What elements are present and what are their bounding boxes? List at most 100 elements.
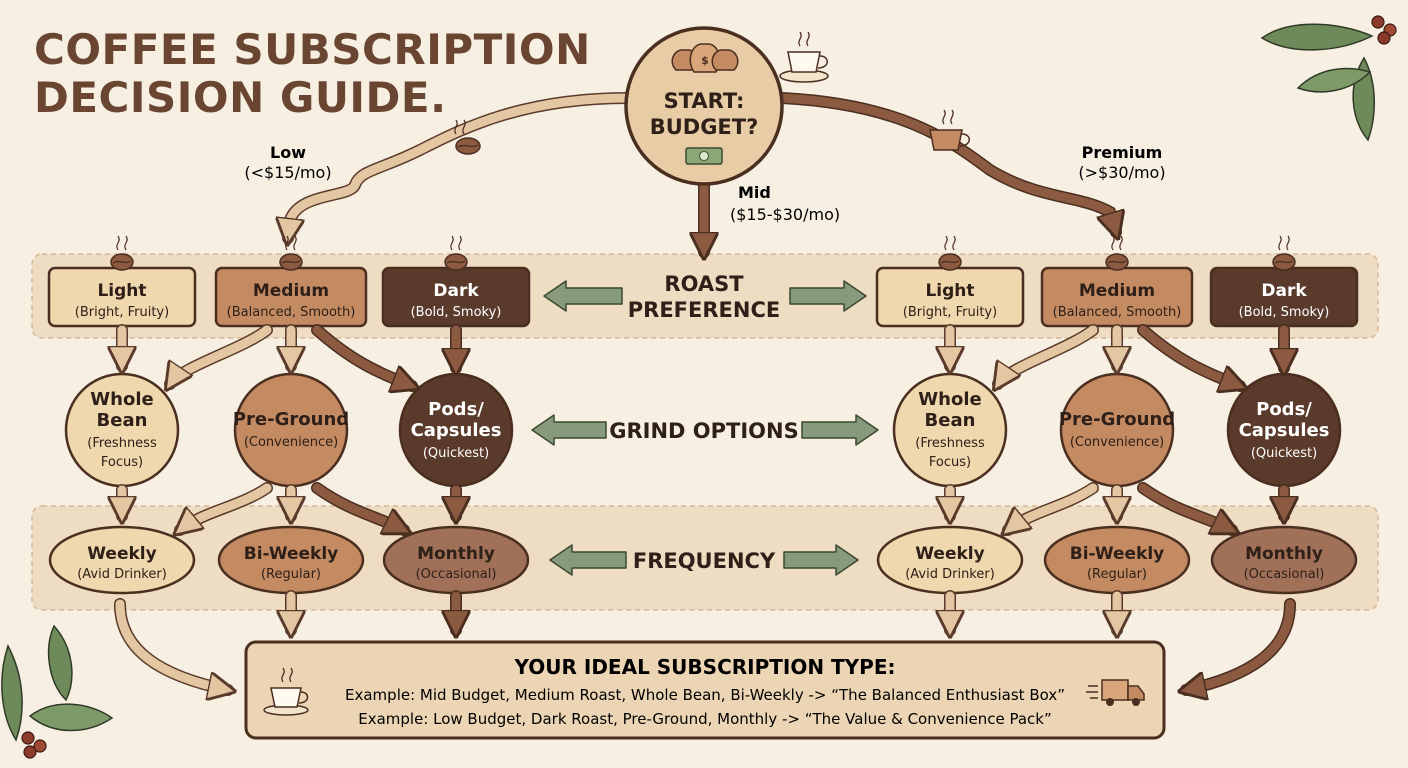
arrow-roast-right: [789, 280, 867, 312]
coffee-leaf-icon: [1, 624, 114, 759]
frequency-option-name: Bi-Weekly: [1070, 544, 1165, 564]
arrow-left-to-result: [115, 599, 228, 690]
grind-option-desc: (Convenience): [244, 435, 338, 450]
arrow-frequency-left: [549, 544, 627, 576]
grind-options-label: GRIND OPTIONS: [609, 419, 798, 443]
frequency-option-name: Weekly: [915, 544, 984, 564]
grind-option-desc: (Quickest): [423, 446, 489, 461]
frequency-option-name: Bi-Weekly: [244, 544, 339, 564]
frequency-label: FREQUENCY: [633, 549, 776, 573]
arrow-low-budget: [288, 93, 633, 238]
grind-option-name: Whole: [918, 389, 981, 410]
roast-option-desc: (Balanced, Smooth): [227, 305, 356, 320]
roast-option-desc: (Bright, Fruity): [75, 305, 169, 320]
frequency-option-desc: (Avid Drinker): [77, 567, 167, 582]
frequency-option-oval: [1210, 525, 1358, 595]
start-node: START: BUDGET? $: [624, 26, 784, 186]
grind-option-name: Whole: [90, 389, 153, 410]
grind-option-name: Capsules: [1239, 420, 1330, 441]
frequency-option-oval: [48, 525, 196, 595]
roast-option-desc: (Bright, Fruity): [903, 305, 997, 320]
frequency-option-name: Weekly: [87, 544, 156, 564]
result-example-1: Example: Mid Budget, Medium Roast, Whole…: [345, 686, 1065, 704]
grind-option-name: Capsules: [411, 420, 502, 441]
roast-preference-label-line-1: ROAST: [664, 272, 744, 296]
grind-option-desc: (Freshness: [915, 436, 985, 451]
frequency-option-desc: (Avid Drinker): [905, 567, 995, 582]
arrow-medium-to-whole-bean: [998, 325, 1098, 384]
grind-option-circle: [1059, 372, 1175, 488]
frequency-option-desc: (Regular): [1087, 567, 1147, 582]
roast-option-name: Medium: [1079, 281, 1155, 301]
grind-option-desc: (Freshness: [87, 436, 157, 451]
grind-option-circle: [233, 372, 349, 488]
coffee-bean-icon: [444, 235, 468, 271]
arrow-pre-ground-to-monthly: [1138, 483, 1232, 530]
coffee-bean-icon: [454, 119, 481, 155]
title-line-1: COFFEE SUBSCRIPTION: [34, 25, 591, 74]
arrow-pre-ground-to-weekly: [180, 483, 272, 530]
arrow-medium-to-pods: [312, 325, 412, 386]
frequency-option-name: Monthly: [417, 544, 495, 564]
start-line-2: BUDGET?: [650, 115, 759, 139]
budget-premium-range: (>$30/mo): [1078, 163, 1165, 182]
arrow-medium-to-pods: [1138, 325, 1240, 386]
coffee-cup-icon: [929, 109, 970, 151]
coffee-bean-icon: [938, 235, 962, 271]
budget-premium-name: Premium: [1082, 143, 1163, 162]
level-connectors: [122, 324, 1284, 630]
arrow-right-to-result: [1186, 599, 1295, 690]
roast-option-desc: (Balanced, Smooth): [1053, 305, 1182, 320]
frequency-option-name: Monthly: [1245, 544, 1323, 564]
svg-text:$: $: [701, 54, 709, 67]
arrow-grind-left: [531, 414, 607, 446]
dollar-bill-icon: [685, 147, 723, 165]
budget-connectors: [288, 92, 1116, 252]
arrow-roast-left: [543, 280, 623, 312]
grind-option-desc: Focus): [929, 455, 971, 470]
roast-option-name: Light: [925, 281, 974, 301]
roast-option-name: Dark: [433, 281, 479, 301]
arrow-medium-to-whole-bean: [170, 325, 272, 384]
result-box: YOUR IDEAL SUBSCRIPTION TYPE: Example: M…: [114, 598, 1296, 740]
roast-option-desc: (Bold, Smoky): [1239, 305, 1330, 320]
roast-option-desc: (Bold, Smoky): [411, 305, 502, 320]
arrow-grind-right: [801, 414, 879, 446]
start-line-1: START:: [664, 89, 745, 113]
coffee-cup-icon: [263, 667, 309, 716]
coffee-cup-icon: [779, 31, 829, 83]
grind-option-desc: Focus): [101, 455, 143, 470]
roast-preference-label-line-2: PREFERENCE: [628, 298, 780, 322]
frequency-level: Weekly (Avid Drinker) Bi-Weekly (Regular) Mo…: [48, 525, 1358, 595]
arrow-frequency-right: [783, 544, 859, 576]
page-title: COFFEE SUBSCRIPTION DECISION GUIDE.: [34, 26, 594, 122]
grind-option-name: Pods/: [428, 399, 484, 420]
grind-option-desc: (Quickest): [1251, 446, 1317, 461]
coffee-bean-icon: [1105, 235, 1129, 271]
budget-mid-name: Mid: [738, 183, 771, 202]
roast-option-name: Medium: [253, 281, 329, 301]
frequency-option-desc: (Occasional): [416, 567, 497, 582]
roast-option-name: Light: [97, 281, 146, 301]
coffee-bean-icon: [279, 235, 303, 271]
grind-option-name: Pre-Ground: [1059, 409, 1175, 430]
delivery-truck-icon: [1086, 679, 1145, 706]
budget-low-range: (<$15/mo): [244, 163, 331, 182]
grind-option-name: Bean: [925, 410, 976, 431]
grind-option-name: Bean: [97, 410, 148, 431]
budget-mid-range: ($15-$30/mo): [730, 205, 840, 224]
grind-option-name: Pods/: [1256, 399, 1312, 420]
frequency-option-desc: (Regular): [261, 567, 321, 582]
arrow-pre-ground-to-monthly: [312, 483, 404, 530]
money-bags-icon: $: [671, 43, 739, 73]
result-example-2: Example: Low Budget, Dark Roast, Pre-Gro…: [358, 710, 1052, 728]
roast-option-name: Dark: [1261, 281, 1307, 301]
budget-labels: Low (<$15/mo) Mid ($15-$30/mo) Premium (…: [244, 143, 1165, 224]
grind-level: WholeBean(FreshnessFocus)Pre-Ground(Conv…: [64, 372, 1342, 488]
title-line-2: DECISION GUIDE.: [34, 73, 447, 122]
coffee-leaf-icon: [1260, 15, 1397, 142]
coffee-bean-icon: [110, 235, 134, 271]
